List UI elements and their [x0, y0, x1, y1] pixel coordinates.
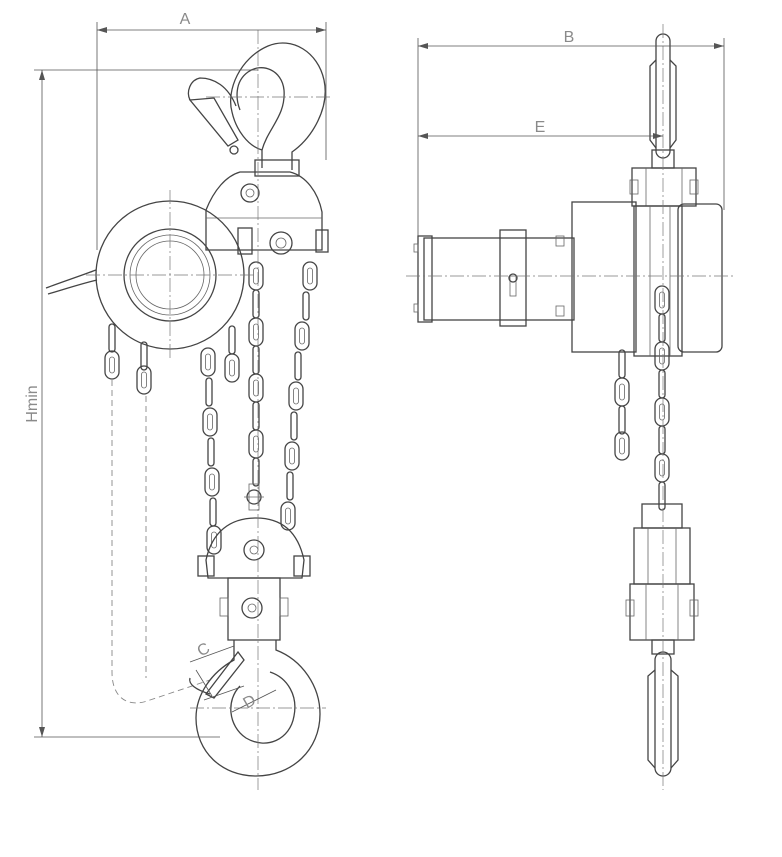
dimension-c-label: C	[194, 640, 213, 661]
dimension-a-label: A	[180, 11, 191, 28]
side-body	[571, 201, 637, 353]
chain-anchor	[244, 483, 264, 511]
bottom-hook	[189, 640, 321, 777]
hand-chain-loop	[111, 380, 211, 704]
top-hook	[187, 42, 326, 177]
side-lower-block	[625, 503, 699, 641]
dimension-e-label: E	[535, 119, 546, 136]
dimension-d-label: D	[240, 692, 259, 713]
side-view	[406, 24, 734, 790]
side-brake-cylinder	[413, 229, 575, 327]
front-view	[45, 30, 330, 790]
dimension-d: D	[231, 689, 277, 713]
dimension-e: E	[418, 119, 663, 139]
side-gear-cover	[677, 203, 723, 353]
side-hand-chain	[614, 349, 630, 461]
upper-frame	[205, 171, 329, 255]
dimension-a: A	[96, 11, 327, 250]
lower-block	[197, 517, 311, 641]
dimension-b: B	[417, 29, 725, 236]
side-load-chain	[654, 285, 670, 511]
side-frame	[629, 167, 699, 357]
dimension-b-label: B	[564, 29, 575, 46]
dimension-hmin-label: Hmin	[24, 385, 41, 422]
dimension-hmin: Hmin	[24, 69, 258, 738]
